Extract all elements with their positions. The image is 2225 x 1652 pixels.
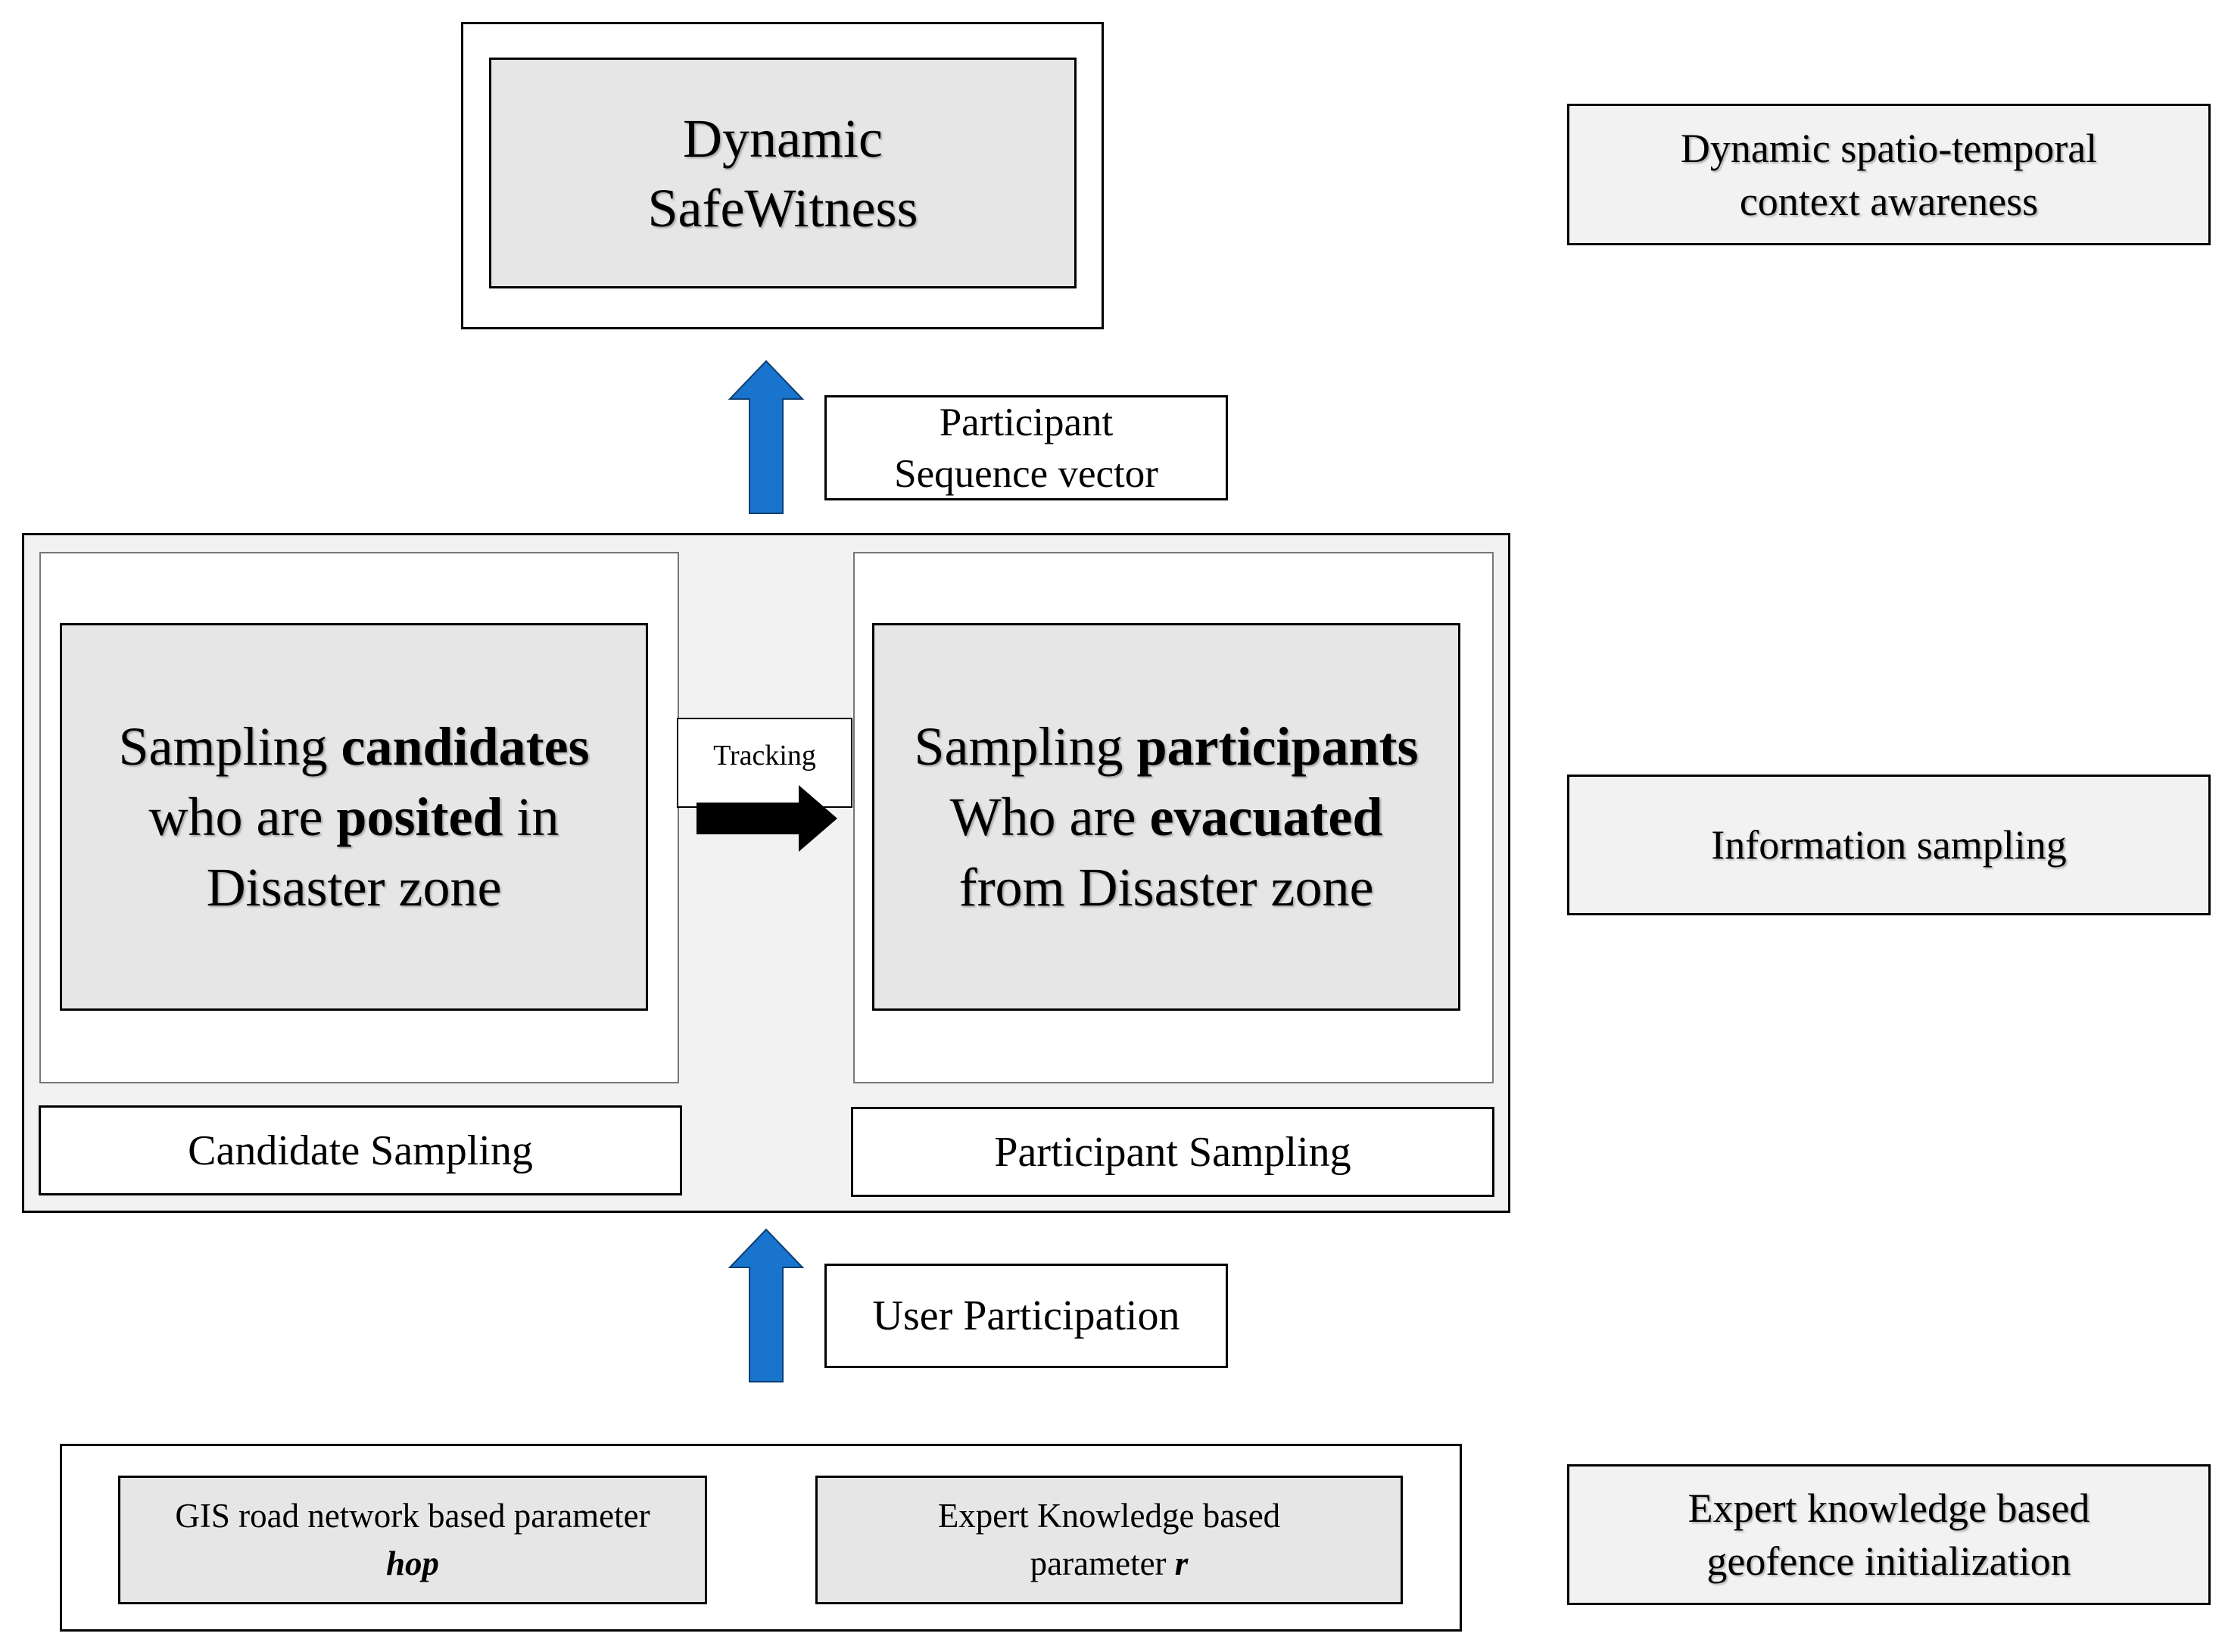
layer-label-context-awareness: Dynamic spatio-temporal context awarenes… (1567, 104, 2211, 245)
layer-label-information-sampling: Information sampling (1567, 775, 2211, 915)
layer-label-geofence-initialization: Expert knowledge based geofence initiali… (1567, 1464, 2211, 1605)
candidates-box: Sampling candidates who are posited in D… (60, 623, 648, 1011)
expert-r-parameter-box: Expert Knowledge based parameter r (815, 1476, 1403, 1604)
candidate-sampling-caption: Candidate Sampling (39, 1105, 682, 1195)
participants-box: Sampling participants Who are evacuated … (872, 623, 1460, 1011)
user-participation-label: User Participation (824, 1264, 1228, 1368)
tracking-label: Tracking (677, 718, 852, 808)
up-arrow-icon (728, 360, 805, 514)
safewitness-box: Dynamic SafeWitness (489, 58, 1077, 288)
tracking-arrow-icon (696, 785, 837, 852)
up-arrow-icon (728, 1228, 805, 1382)
participant-sampling-caption: Participant Sampling (851, 1107, 1494, 1197)
safewitness-title-line2: SafeWitness (647, 177, 918, 238)
safewitness-title-line1: Dynamic (683, 108, 883, 169)
gis-hop-parameter-box: GIS road network based parameter hop (118, 1476, 707, 1604)
participant-sequence-vector-label: Participant Sequence vector (824, 395, 1228, 500)
